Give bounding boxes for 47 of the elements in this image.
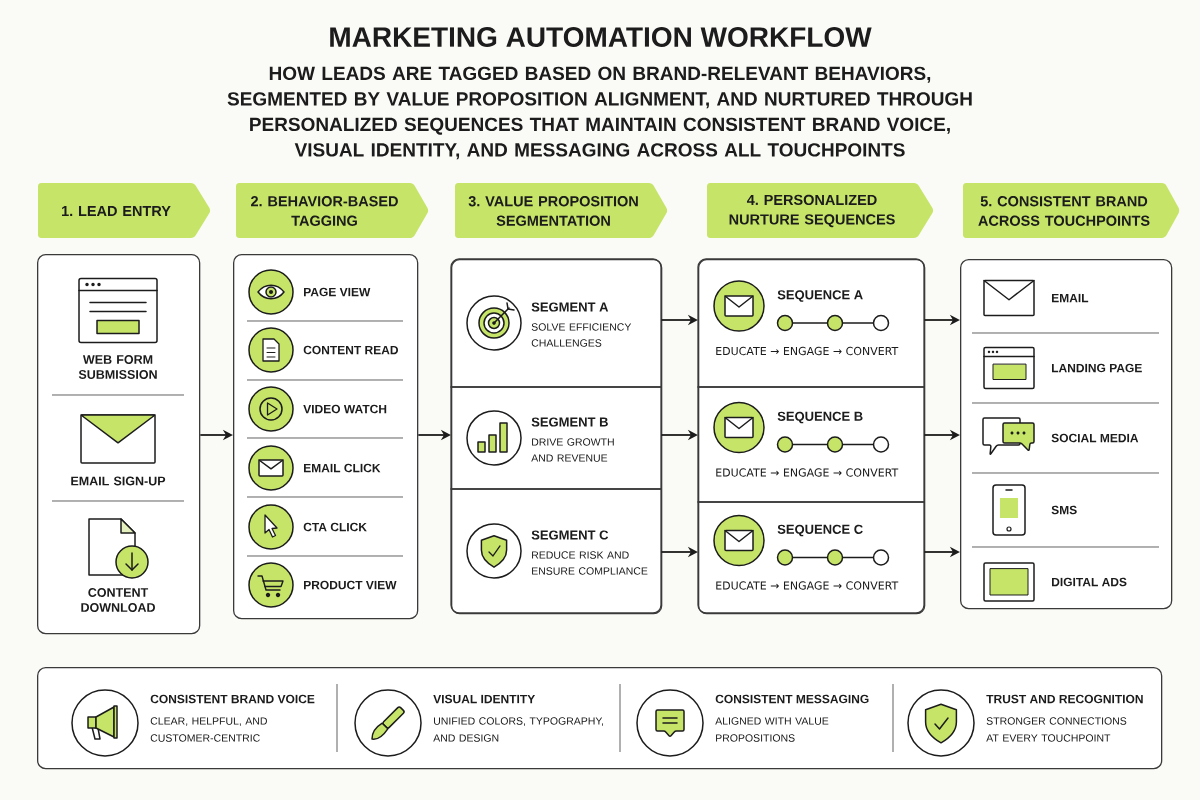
pillar-description: ALIGNED WITH VALUE PROPOSITIONS xyxy=(715,717,829,742)
pillar-title: VISUAL IDENTITY xyxy=(433,694,535,704)
segment-title: SEGMENT A xyxy=(531,302,609,312)
behavior-label: CTA CLICK xyxy=(303,522,367,532)
segment-card xyxy=(450,258,662,388)
segment-description: REDUCE RISK AND ENSURE COMPLIANCE xyxy=(532,551,648,575)
segment-description: SOLVE EFFICIENCY CHALLENGES xyxy=(531,323,632,347)
segment-description: DRIVE GROWTH AND REVENUE xyxy=(531,438,614,462)
segment-card xyxy=(450,386,662,490)
sequence-card xyxy=(697,258,925,388)
pillar-description: CLEAR, HELPFUL, AND CUSTOMER-CENTRIC xyxy=(150,717,267,742)
step-banner: 1. LEAD ENTRY xyxy=(38,183,211,238)
behavior-label: VIDEO WATCH xyxy=(303,404,387,414)
pillar-title: CONSISTENT BRAND VOICE xyxy=(150,694,315,704)
step-banner: 2. BEHAVIOR-BASED TAGGING xyxy=(236,183,429,238)
sequence-steps: EDUCATE → ENGAGE → CONVERT xyxy=(716,346,899,356)
step-banner: 3. VALUE PROPOSITION SEGMENTATION xyxy=(455,183,668,238)
channel-label: CONTENT DOWNLOAD xyxy=(81,588,155,612)
sequence-title: SEQUENCE C xyxy=(777,524,863,537)
sequence-steps: EDUCATE → ENGAGE → CONVERT xyxy=(716,581,899,590)
channel-label: EMAIL SIGN-UP xyxy=(71,476,166,486)
pillar-title: CONSISTENT MESSAGING xyxy=(715,694,869,704)
behavior-label: PAGE VIEW xyxy=(304,287,371,297)
touchpoint-label: DIGITAL ADS xyxy=(1052,577,1127,587)
step-banner: 4. PERSONALIZED NURTURE SEQUENCES xyxy=(707,183,934,238)
pillar-description: UNIFIED COLORS, TYPOGRAPHY, AND DESIGN xyxy=(433,717,603,742)
behavior-label: PRODUCT VIEW xyxy=(304,580,397,590)
sequence-card xyxy=(697,386,925,503)
touchpoint-label: SMS xyxy=(1051,505,1077,515)
pillar-title: TRUST AND RECOGNITION xyxy=(986,694,1143,704)
step-banner: 5. CONSISTENT BRAND ACROSS TOUCHPOINTS xyxy=(963,183,1180,238)
touchpoint-label: SOCIAL MEDIA xyxy=(1051,433,1139,443)
segment-card xyxy=(450,488,662,614)
sequence-card xyxy=(697,501,925,614)
sequence-title: SEQUENCE B xyxy=(777,411,863,424)
sequence-steps: EDUCATE → ENGAGE → CONVERT xyxy=(716,468,899,477)
title: MARKETING AUTOMATION WORKFLOW xyxy=(330,27,872,47)
behavior-label: EMAIL CLICK xyxy=(304,463,381,473)
sequence-title: SEQUENCE A xyxy=(777,290,863,302)
pillar-description: STRONGER CONNECTIONS AT EVERY TOUCHPOINT xyxy=(986,717,1127,742)
touchpoint-label: LANDING PAGE xyxy=(1052,363,1142,373)
behavior-label: CONTENT READ xyxy=(303,345,398,355)
touchpoint-label: EMAIL xyxy=(1052,293,1089,303)
segment-title: SEGMENT B xyxy=(531,417,608,427)
segment-title: SEGMENT C xyxy=(531,530,609,540)
channel-label: WEB FORM SUBMISSION xyxy=(78,355,157,379)
subtitle: HOW LEADS ARE TAGGED BASED ON BRAND-RELEVANT BEHAVIORS, SEGMENTED BY VALUE PROPOSITION ALIGNMENT, AND NURTURED THROUGH PERSONALIZED SEQUENCES THAT MAINTAIN CONSISTENT BRAND VOICE, VISUAL IDENTITY, AND MESSAGING ACROSS ALL TOUCHPOINTS xyxy=(227,66,972,160)
